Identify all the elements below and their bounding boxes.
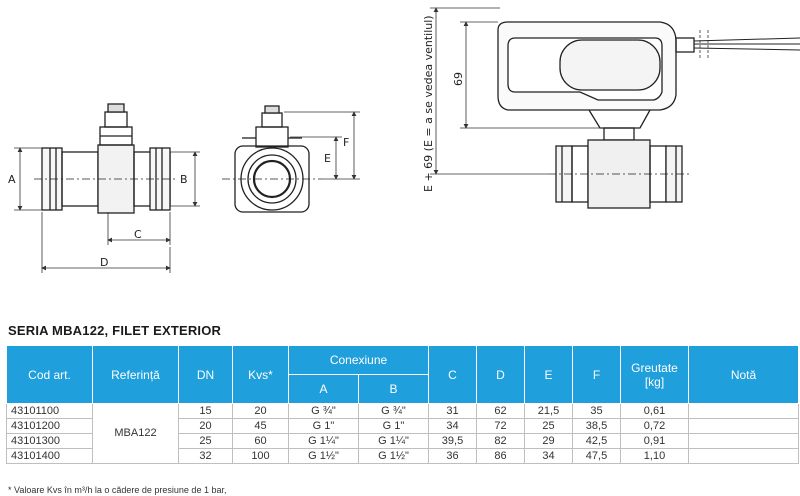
cell-a: G 1½"	[288, 448, 359, 464]
cell-a: G ¾"	[288, 403, 359, 419]
cell-f: 38,5	[572, 418, 621, 434]
valve-actuator-view	[497, 21, 800, 209]
cell-kvs: 60	[232, 433, 289, 449]
dimension-lines-end	[284, 111, 360, 180]
cell-nota	[688, 403, 799, 419]
cell-dn: 20	[178, 418, 233, 434]
header-e: E	[524, 345, 573, 404]
dim-c-label: C	[134, 228, 142, 241]
table-row: 43101400 32 100 G 1½" G 1½" 36 86 34 47,…	[6, 448, 799, 464]
cell-e: 34	[524, 448, 573, 464]
spec-table: Cod art. Referință DN Kvs* Conexiune C D…	[6, 345, 799, 464]
cell-c: 34	[428, 418, 477, 434]
cell-f: 42,5	[572, 433, 621, 449]
header-nota: Notă	[688, 345, 799, 404]
cell-cod: 43101300	[6, 433, 93, 449]
dim-e-label: E	[324, 152, 331, 165]
cell-kvs: 100	[232, 448, 289, 464]
header-dn: DN	[178, 345, 233, 404]
cell-e: 29	[524, 433, 573, 449]
dim-a-label: A	[8, 173, 16, 186]
cell-kvs: 20	[232, 403, 289, 419]
header-conexiune: Conexiune	[288, 345, 429, 375]
cell-e: 21,5	[524, 403, 573, 419]
cell-c: 39,5	[428, 433, 477, 449]
cell-d: 62	[476, 403, 525, 419]
header-kvs: Kvs*	[232, 345, 289, 404]
cell-cod: 43101200	[6, 418, 93, 434]
dimension-lines-actuator	[430, 7, 709, 175]
cell-c: 36	[428, 448, 477, 464]
header-f: F	[572, 345, 621, 404]
cell-f: 47,5	[572, 448, 621, 464]
table-row: 43101100 MBA122 15 20 G ¾" G ¾" 31 62 21…	[6, 403, 799, 464]
header-cod-art: Cod art.	[6, 345, 93, 404]
cell-nota	[688, 448, 799, 464]
header-b: B	[358, 374, 429, 404]
dim-f-label: F	[343, 136, 349, 149]
table-row: 43101300 25 60 G 1¼" G 1¼" 39,5 82 29 42…	[6, 433, 799, 449]
technical-drawing: A B C D E F	[8, 7, 800, 273]
cell-greutate: 0,91	[620, 433, 689, 449]
dim-d-label: D	[100, 256, 108, 269]
footnote: * Valoare Kvs în m³/h la o cădere de pre…	[8, 485, 227, 495]
series-title: SERIA MBA122, FILET EXTERIOR	[8, 323, 222, 338]
cell-b: G 1"	[358, 418, 429, 434]
header-a: A	[288, 374, 359, 404]
header-greutate: Greutate [kg]	[620, 345, 689, 404]
cell-b: G ¾"	[358, 403, 429, 419]
cell-d: 72	[476, 418, 525, 434]
vertical-dimension-label: E + 69 (E = a se vedea ventilul)	[422, 15, 435, 192]
cell-d: 86	[476, 448, 525, 464]
valve-end-view	[222, 105, 322, 213]
dim-69-label: 69	[452, 72, 465, 86]
cell-dn: 15	[178, 403, 233, 419]
cell-greutate: 1,10	[620, 448, 689, 464]
valve-side-view	[34, 103, 178, 214]
header-referinta: Referință	[92, 345, 179, 404]
cell-a: G 1¼"	[288, 433, 359, 449]
dimension-lines-side	[14, 147, 200, 273]
cell-a: G 1"	[288, 418, 359, 434]
cell-e: 25	[524, 418, 573, 434]
cell-nota	[688, 433, 799, 449]
cell-dn: 25	[178, 433, 233, 449]
cell-referinta: MBA122	[92, 403, 179, 464]
cell-b: G 1½"	[358, 448, 429, 464]
header-d: D	[476, 345, 525, 404]
cell-c: 31	[428, 403, 477, 419]
cell-greutate: 0,72	[620, 418, 689, 434]
cell-kvs: 45	[232, 418, 289, 434]
cell-f: 35	[572, 403, 621, 419]
header-c: C	[428, 345, 477, 404]
cell-greutate: 0,61	[620, 403, 689, 419]
cell-b: G 1¼"	[358, 433, 429, 449]
cell-d: 82	[476, 433, 525, 449]
cell-dn: 32	[178, 448, 233, 464]
cell-cod: 43101100	[6, 403, 93, 419]
dim-b-label: B	[180, 173, 188, 186]
cell-nota	[688, 418, 799, 434]
cell-cod: 43101400	[6, 448, 93, 464]
